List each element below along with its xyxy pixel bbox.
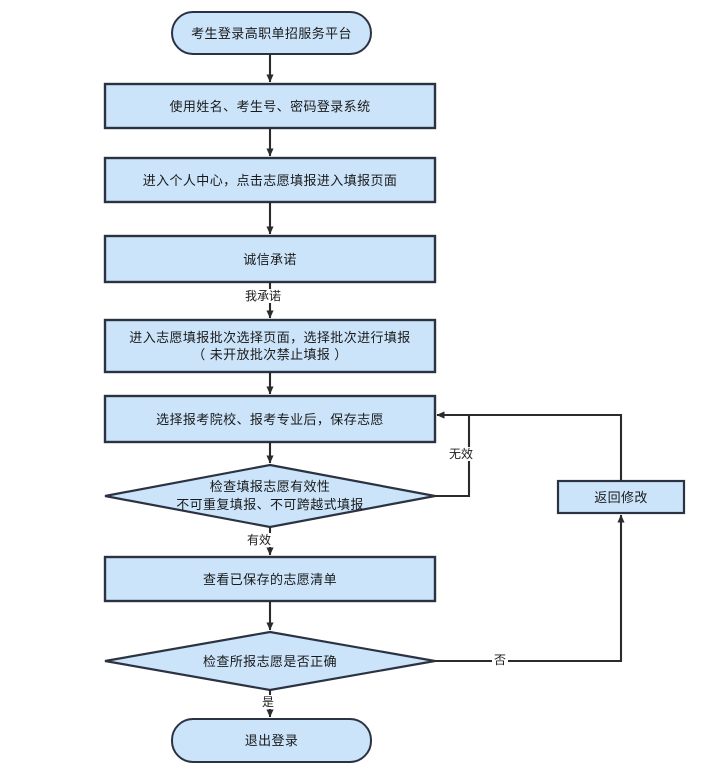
edge-return-modify-to-save-wish xyxy=(436,411,623,481)
node-shape-integrity-promise[interactable] xyxy=(103,234,437,284)
node-shape-view-saved-list[interactable] xyxy=(103,555,437,603)
edge-label-invalid: 无效 xyxy=(447,447,476,461)
node-shape-check-correct[interactable] xyxy=(104,630,436,692)
node-shape-login[interactable] xyxy=(103,82,437,130)
edge-label-valid: 有效 xyxy=(245,533,274,547)
edge-label-yes: 是 xyxy=(260,695,277,709)
node-shape-start[interactable] xyxy=(171,11,372,55)
node-shape-check-validity[interactable] xyxy=(104,463,436,529)
node-shape-save-wish[interactable] xyxy=(103,394,437,444)
node-shape-return-modify[interactable] xyxy=(556,479,686,515)
edge-check-correct-no-to-return-modify xyxy=(435,514,625,663)
node-shape-logout[interactable] xyxy=(171,718,372,763)
node-shape-batch-select[interactable] xyxy=(103,318,437,374)
edge-label-promise: 我承诺 xyxy=(243,289,284,303)
edge-label-no: 否 xyxy=(492,653,509,667)
node-shape-personal-center[interactable] xyxy=(103,156,437,204)
